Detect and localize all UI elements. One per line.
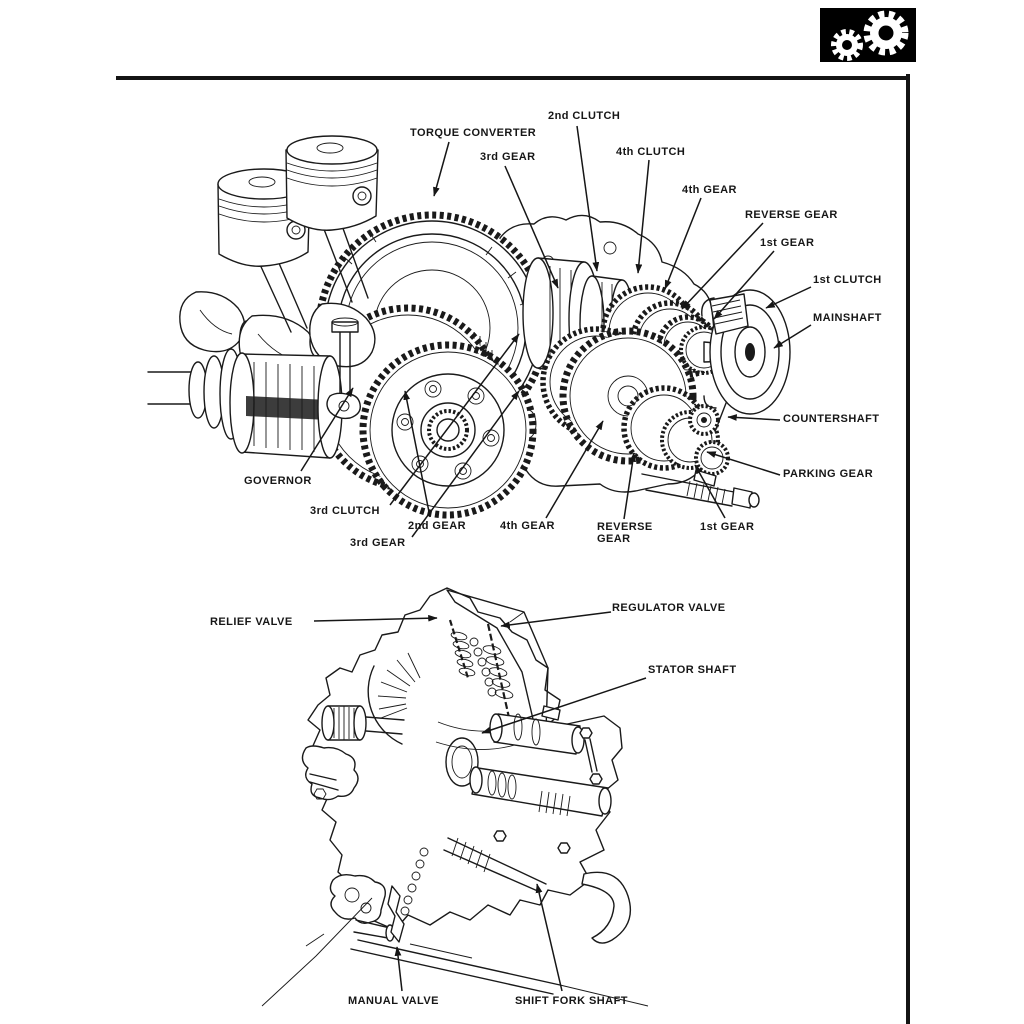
label-4th-gear-upper: 4th GEAR <box>682 184 737 196</box>
label-torque-converter: TORQUE CONVERTER <box>410 127 537 139</box>
label-reverse-gear-upper: REVERSE GEAR <box>745 209 838 221</box>
label-manual-valve: MANUAL VALVE <box>348 995 439 1007</box>
label-3rd-clutch: 3rd CLUTCH <box>310 505 380 517</box>
label-4th-gear-lower: 4th GEAR <box>500 520 555 532</box>
label-1st-clutch: 1st CLUTCH <box>813 274 882 286</box>
label-countershaft: COUNTERSHAFT <box>783 413 880 425</box>
bottom-illustration <box>261 587 649 1007</box>
label-2nd-gear-lower: 2nd GEAR <box>408 520 466 532</box>
label-3rd-gear-upper: 3rd GEAR <box>480 151 536 163</box>
label-mainshaft: MAINSHAFT <box>813 312 882 324</box>
label-shift-fork-shaft: SHIFT FORK SHAFT <box>515 995 628 1007</box>
top-illustration <box>147 135 791 519</box>
label-regulator-valve: REGULATOR VALVE <box>612 602 726 614</box>
label-stator-shaft: STATOR SHAFT <box>648 664 737 676</box>
label-4th-clutch: 4th CLUTCH <box>616 146 686 158</box>
label-governor: GOVERNOR <box>244 475 312 487</box>
label-reverse-gear-lower: REVERSE GEAR <box>597 521 653 545</box>
label-3rd-gear-lower: 3rd GEAR <box>350 537 406 549</box>
label-1st-gear-lower: 1st GEAR <box>700 521 755 533</box>
page-border-top <box>116 76 910 80</box>
label-relief-valve: RELIEF VALVE <box>210 616 293 628</box>
label-1st-gear-upper: 1st GEAR <box>760 237 815 249</box>
label-parking-gear: PARKING GEAR <box>783 468 874 480</box>
leader-lines <box>300 125 812 992</box>
gears-icon <box>820 8 916 62</box>
page-border-right <box>906 74 910 1024</box>
label-2nd-clutch: 2nd CLUTCH <box>548 110 621 122</box>
gears-icon-art <box>831 10 909 61</box>
